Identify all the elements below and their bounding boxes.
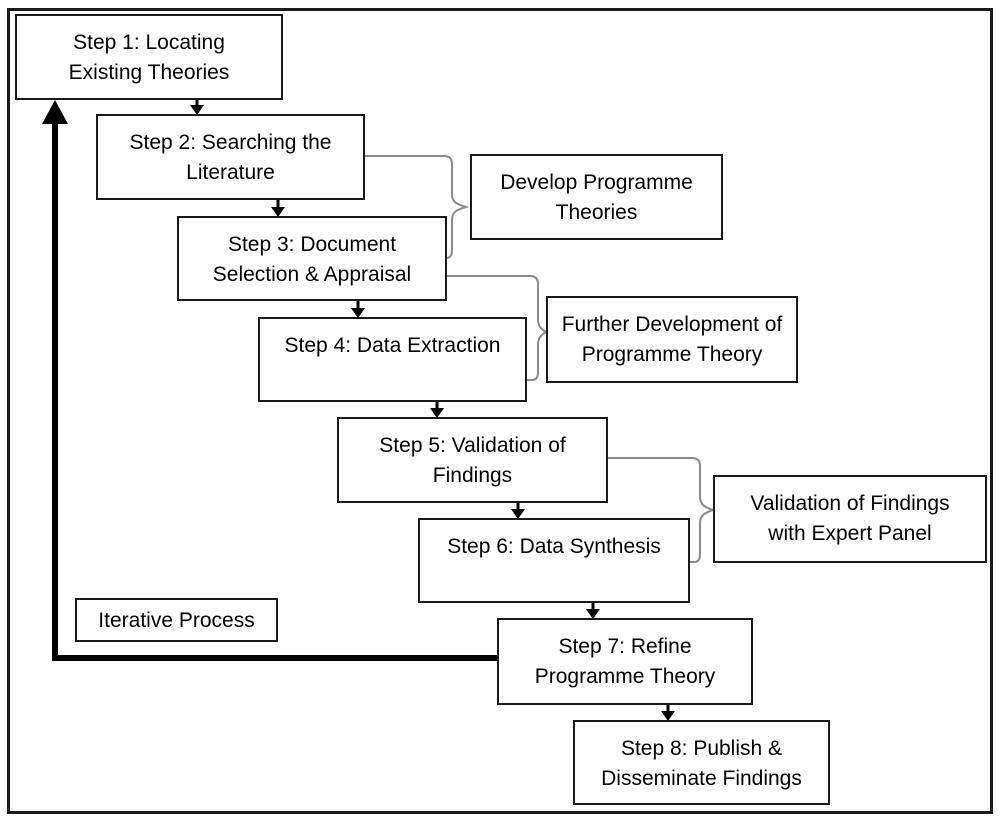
step-2-box: Step 2: Searching the Literature: [96, 114, 365, 200]
develop-theories-box: Develop Programme Theories: [470, 154, 723, 240]
step-1-label-line1: Step 1: Locating: [73, 31, 225, 54]
step-7-label-line1: Step 7: Refine: [558, 635, 692, 658]
brace-develop-theories: [365, 155, 470, 259]
flow-arrow-6-7: [586, 603, 600, 619]
step-6-label-line1: Step 6: Data Synthesis: [447, 535, 661, 558]
flow-arrow-1-2: [190, 100, 204, 115]
step-8-box: Step 8: Publish & Disseminate Findings: [573, 720, 830, 805]
step-4-box: Step 4: Data Extraction: [258, 317, 527, 402]
iterative-arrow: [42, 100, 497, 661]
step-3-box: Step 3: Document Selection & Appraisal: [177, 216, 447, 301]
step-7-label-line2: Programme Theory: [534, 665, 716, 688]
step-1-label-line2: Existing Theories: [68, 61, 230, 84]
step-3-label-line1: Step 3: Document: [227, 233, 397, 256]
step-5-label-line2: Findings: [432, 464, 513, 487]
step-2-label-line2: Literature: [186, 161, 275, 184]
step-2-label-line1: Step 2: Searching the: [129, 131, 332, 154]
step-4-label-line1: Step 4: Data Extraction: [284, 334, 501, 357]
flow-arrow-5-6: [511, 503, 525, 519]
step-1-box: Step 1: Locating Existing Theories: [15, 14, 283, 100]
step-7-box: Step 7: Refine Programme Theory: [497, 618, 753, 705]
step-8-label-line2: Disseminate Findings: [601, 767, 802, 790]
iterative-process-box: Iterative Process: [75, 598, 278, 642]
flow-arrow-4-5: [430, 402, 444, 418]
iterative-process-label: Iterative Process: [98, 609, 255, 632]
step-3-label-line2: Selection & Appraisal: [212, 263, 412, 286]
develop-theories-label-line1: Develop Programme: [500, 171, 693, 194]
develop-theories-label-line2: Theories: [555, 201, 638, 224]
expert-panel-label-line1: Validation of Findings: [750, 492, 950, 515]
diagram-border: [7, 8, 993, 814]
expert-panel-label-line2: with Expert Panel: [768, 522, 932, 545]
step-8-label-line1: Step 8: Publish &: [620, 737, 783, 760]
flow-arrow-3-4: [351, 301, 365, 318]
step-5-label-line1: Step 5: Validation of: [379, 434, 566, 457]
step-5-box: Step 5: Validation of Findings: [337, 417, 608, 503]
flow-arrow-2-3: [271, 200, 285, 217]
further-development-label-line1: Further Development of: [561, 313, 783, 336]
expert-panel-box: Validation of Findings with Expert Panel: [713, 475, 987, 563]
further-development-label-line2: Programme Theory: [581, 343, 763, 366]
flow-arrow-7-8: [661, 705, 675, 721]
step-6-box: Step 6: Data Synthesis: [418, 518, 690, 603]
further-development-box: Further Development of Programme Theory: [546, 296, 798, 383]
